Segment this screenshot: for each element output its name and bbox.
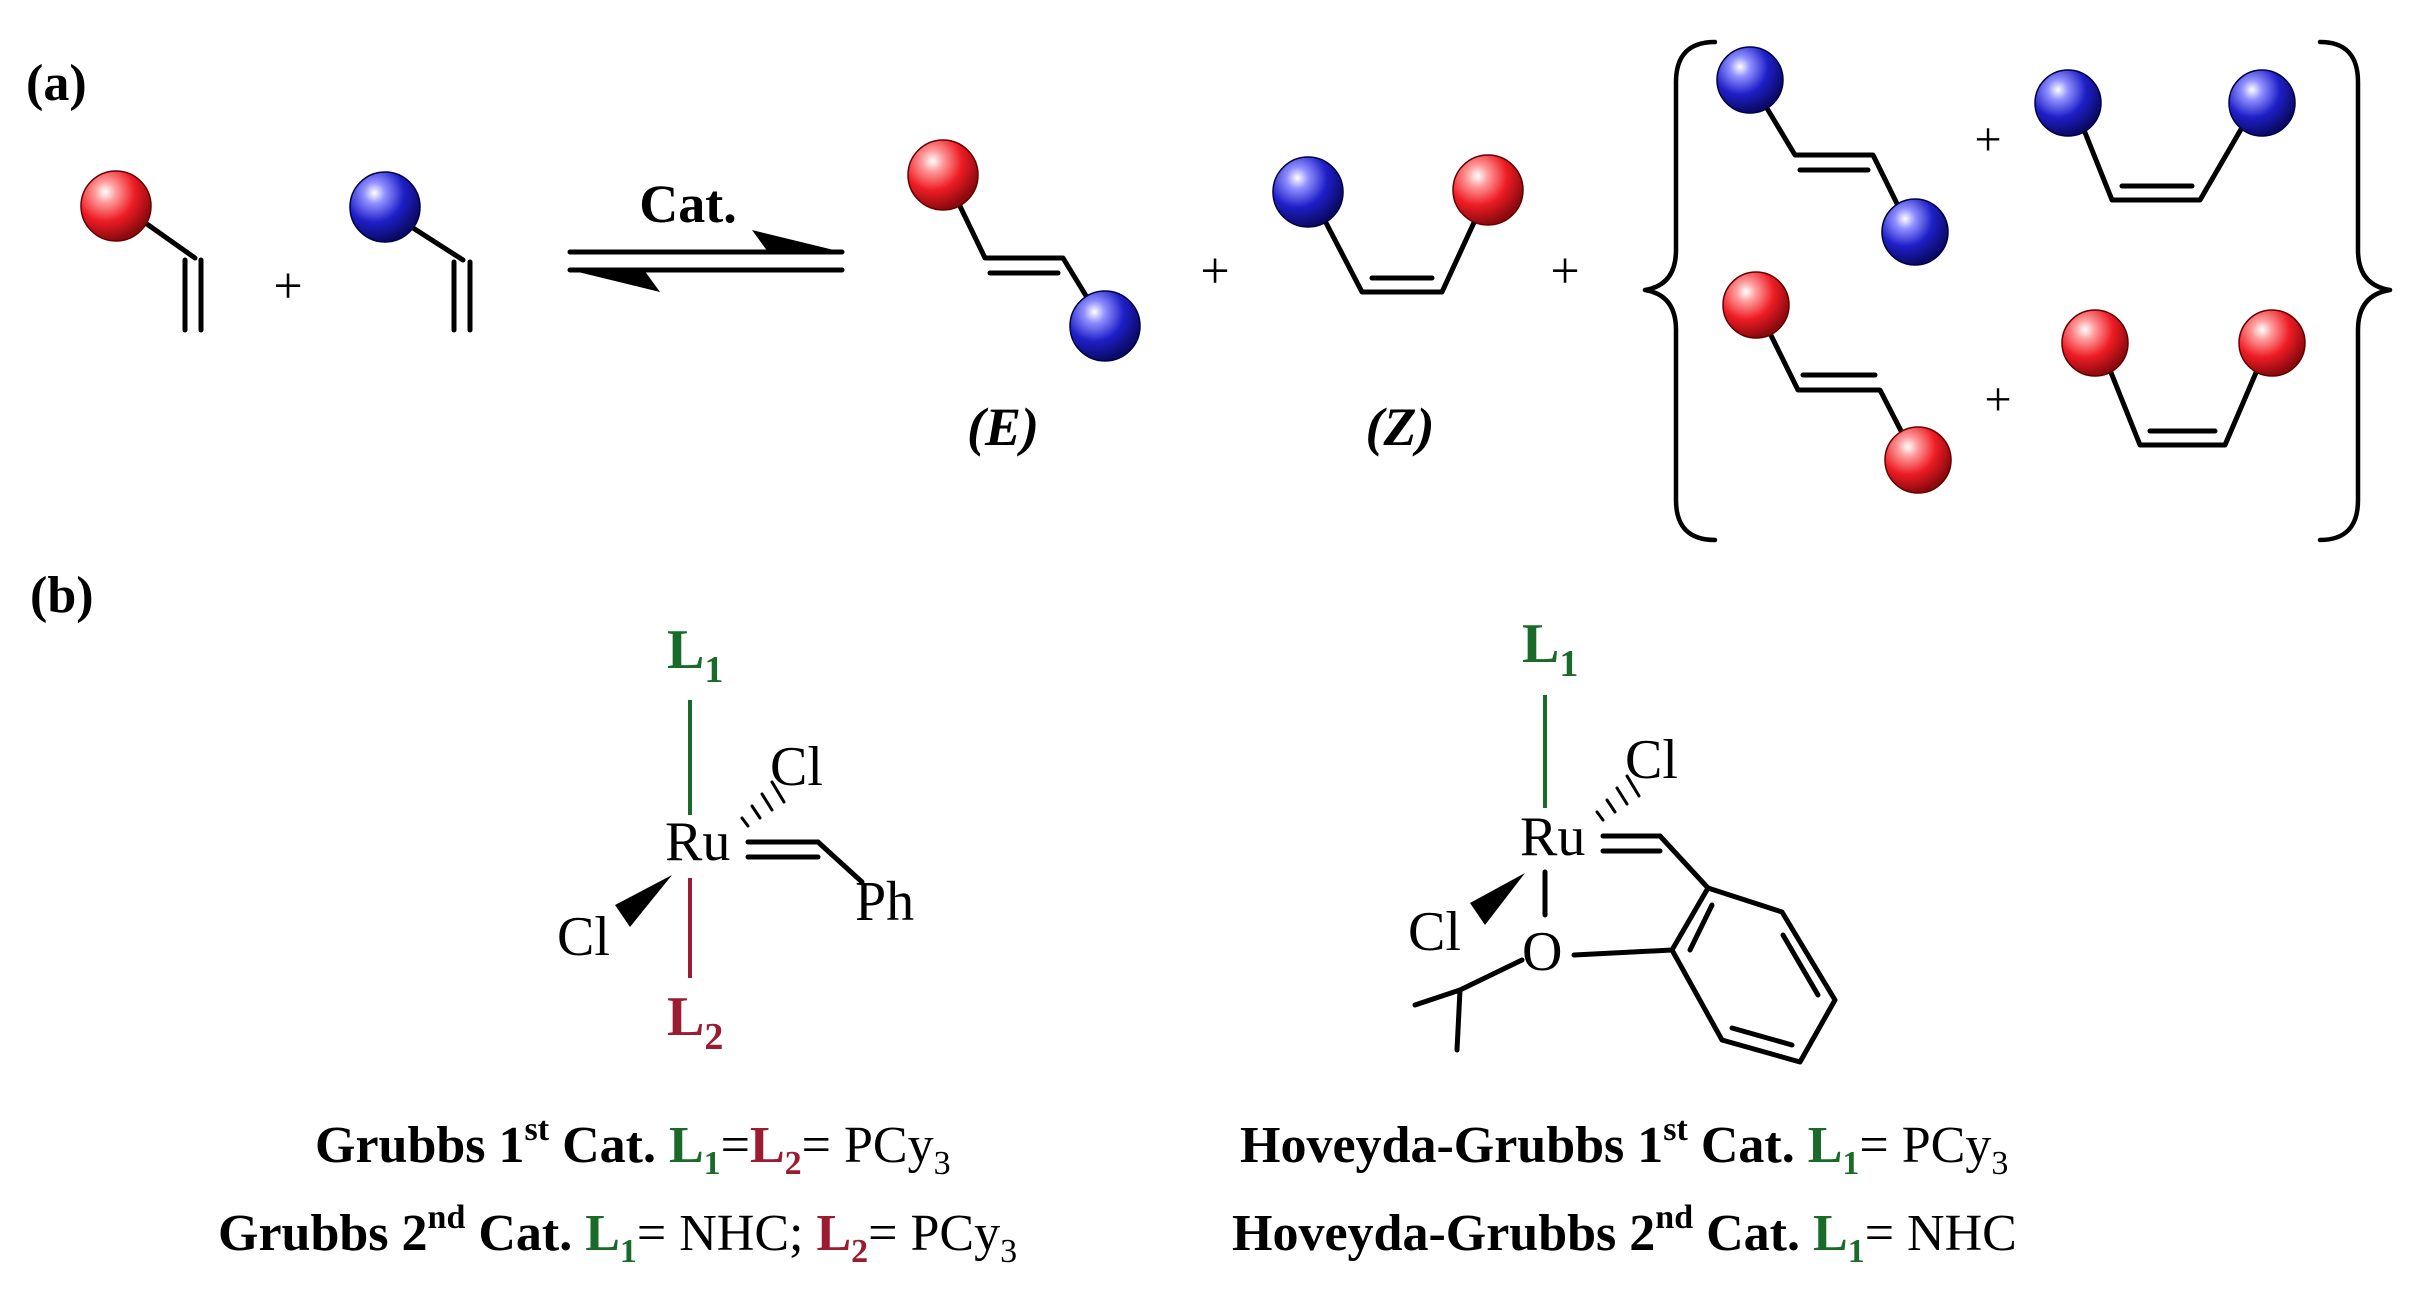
plus-sign: +	[1984, 373, 2011, 426]
plus-sign: +	[1200, 243, 1229, 300]
blue-homodimer-e	[1716, 46, 1949, 266]
ruthenium-atom: Ru	[665, 811, 730, 873]
blue-substituent-ball	[349, 171, 421, 243]
ligand-l1-label: L1	[1522, 613, 1578, 685]
catalyst-label: Cat.	[639, 174, 736, 234]
hashed-wedge-cl	[1595, 774, 1641, 822]
chlorine-atom: Cl	[1408, 901, 1461, 963]
solid-wedge-cl	[615, 875, 672, 927]
ligand-l2-label: L2	[667, 986, 723, 1058]
z-product	[1272, 154, 1524, 295]
plus-sign: +	[1974, 113, 2001, 166]
red-substituent-ball	[1722, 271, 1790, 339]
plus-sign: +	[1550, 243, 1579, 300]
red-substituent-ball	[80, 170, 152, 242]
hoveyda-grubbs-1st-caption: Hoveyda-Grubbs 1st Cat. L1= PCy3	[1240, 1111, 2008, 1182]
red-substituent-ball	[2061, 309, 2129, 377]
grubbs-catalyst-structure: L1 Ru Cl Ph Cl L2	[557, 619, 914, 1058]
panel-a-label: (a)	[26, 55, 87, 112]
grubbs-2nd-caption: Grubbs 2nd Cat. L1= NHC; L2= PCy3	[218, 1199, 1017, 1270]
left-brace	[1642, 39, 1718, 543]
solid-wedge-cl	[1470, 873, 1525, 925]
chlorine-atom: Cl	[770, 736, 823, 798]
chlorine-atom: Cl	[1625, 729, 1678, 791]
red-substituent-ball	[907, 139, 979, 211]
blue-substituent-ball	[2034, 69, 2102, 137]
e-product	[907, 139, 1141, 362]
red-substituent-ball	[1452, 154, 1524, 226]
chlorine-atom: Cl	[557, 906, 610, 968]
red-homodimer-e	[1722, 271, 1952, 494]
e-isomer-label: (E)	[967, 397, 1039, 457]
blue-substituent-ball	[1716, 46, 1784, 114]
hashed-wedge-cl	[740, 780, 786, 828]
reactant-blue-olefin	[349, 171, 473, 333]
phenyl-group: Ph	[855, 871, 914, 933]
z-isomer-label: (Z)	[1366, 397, 1435, 457]
grubbs-1st-caption: Grubbs 1st Cat. L1=L2= PCy3	[315, 1111, 951, 1182]
reactant-red-olefin	[80, 170, 204, 333]
plus-sign: +	[273, 258, 302, 315]
isopropyl-group	[1412, 957, 1525, 1053]
blue-substituent-ball	[2228, 69, 2296, 137]
benzene-ring	[1669, 885, 1838, 1065]
blue-substituent-ball	[1272, 156, 1344, 228]
red-substituent-ball	[2238, 309, 2306, 377]
hoveyda-grubbs-catalyst-structure: L1 Ru Cl Cl O	[1408, 613, 1838, 1065]
red-homodimer-z	[2061, 309, 2306, 448]
blue-homodimer-z	[2034, 69, 2296, 203]
panel-b-label: (b)	[30, 567, 94, 624]
blue-substituent-ball	[1069, 290, 1141, 362]
right-brace	[2317, 39, 2393, 543]
blue-substituent-ball	[1881, 198, 1949, 266]
ruthenium-atom: Ru	[1520, 806, 1585, 868]
oxygen-atom: O	[1522, 921, 1562, 983]
red-substituent-ball	[1884, 426, 1952, 494]
equilibrium-arrows	[567, 230, 845, 292]
ligand-l1-label: L1	[667, 619, 723, 691]
hoveyda-grubbs-2nd-caption: Hoveyda-Grubbs 2nd Cat. L1= NHC	[1232, 1199, 2017, 1270]
